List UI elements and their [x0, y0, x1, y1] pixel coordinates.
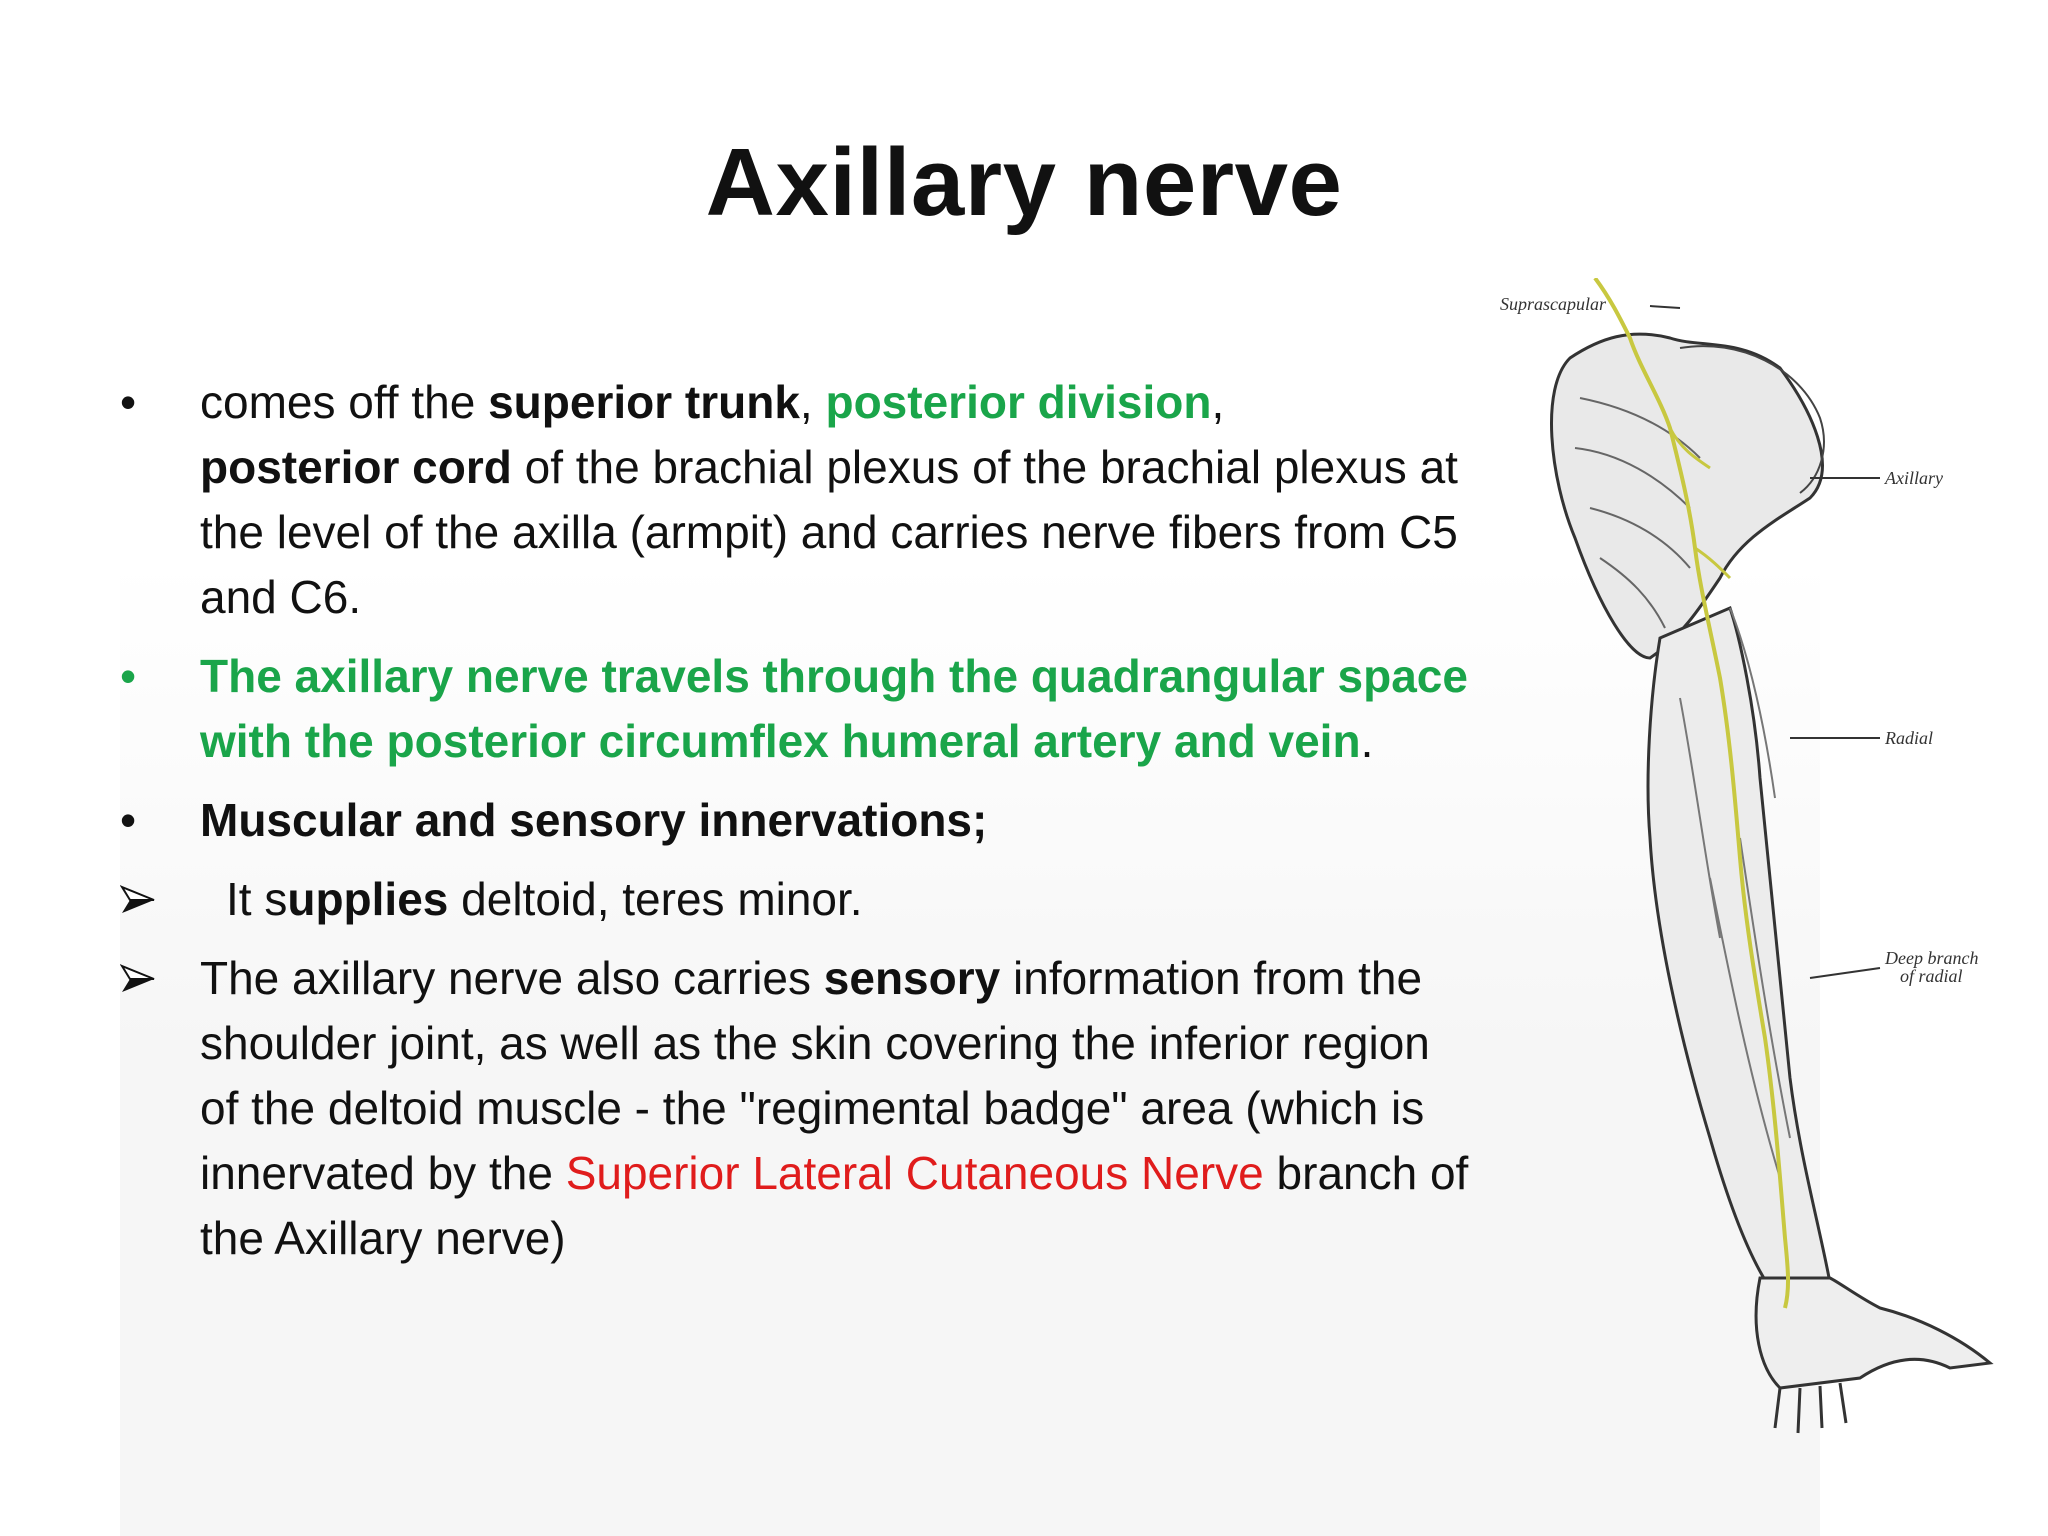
- arrow-bullet-icon: [120, 867, 180, 915]
- bullet-item-innervations: • Muscular and sensory innervations;: [120, 788, 1480, 853]
- text-run: .: [1360, 715, 1374, 767]
- label-deep-branch-line2: of radial: [1900, 966, 1963, 986]
- green-term-posterior-division: posterior division: [825, 376, 1212, 428]
- bold-heading-innervations: Muscular and sensory innervations;: [200, 794, 988, 846]
- slide-title: Axillary nerve: [705, 129, 1343, 236]
- bullet-marker: •: [120, 794, 137, 846]
- text-run: deltoid, teres minor.: [448, 873, 863, 925]
- bullet-marker: •: [120, 650, 137, 702]
- arrow-item-supplies: It supplies deltoid, teres minor.: [120, 867, 1480, 932]
- text-run: of the brachial plexus of the brachial p…: [200, 441, 1458, 623]
- arm-anatomy-illustration: Suprascapular Axillary Radial Deep branc…: [1500, 278, 1994, 1434]
- label-axillary: Axillary: [1884, 468, 1943, 488]
- text-run: The axillary nerve also carries: [200, 952, 824, 1004]
- bullet-item-quadrangular-space: • The axillary nerve travels through the…: [120, 644, 1480, 774]
- green-bold-statement: The axillary nerve travels through the q…: [200, 650, 1468, 767]
- bullet-list: • comes off the superior trunk, posterio…: [120, 370, 1480, 1285]
- text-run: ,: [799, 376, 826, 428]
- background-gradient: [120, 560, 1820, 1536]
- bold-term-supplies: upplies: [287, 873, 449, 925]
- arrow-item-sensory: The axillary nerve also carries sensory …: [120, 946, 1480, 1271]
- bold-term-posterior-cord: posterior cord: [200, 441, 512, 493]
- label-radial: Radial: [1884, 728, 1933, 748]
- text-run: branch of the Axillary nerve): [200, 1147, 1469, 1264]
- text-run: comes off the: [200, 376, 489, 428]
- text-run: information from the shoulder joint, as …: [200, 952, 1430, 1199]
- bullet-item-origin: • comes off the superior trunk, posterio…: [120, 370, 1480, 630]
- bold-term-sensory: sensory: [823, 952, 1001, 1004]
- red-term-superior-lateral-cutaneous-nerve: Superior Lateral Cutaneous Nerve: [565, 1147, 1264, 1199]
- label-suprascapular: Suprascapular: [1500, 294, 1607, 314]
- arrow-bullet-icon: [120, 946, 180, 994]
- bold-term-superior-trunk: superior trunk: [488, 376, 800, 428]
- text-run: ,: [1211, 376, 1225, 428]
- text-run: It s: [226, 873, 288, 925]
- label-deep-branch-line1: Deep branch: [1884, 948, 1978, 968]
- bullet-marker: •: [120, 376, 137, 428]
